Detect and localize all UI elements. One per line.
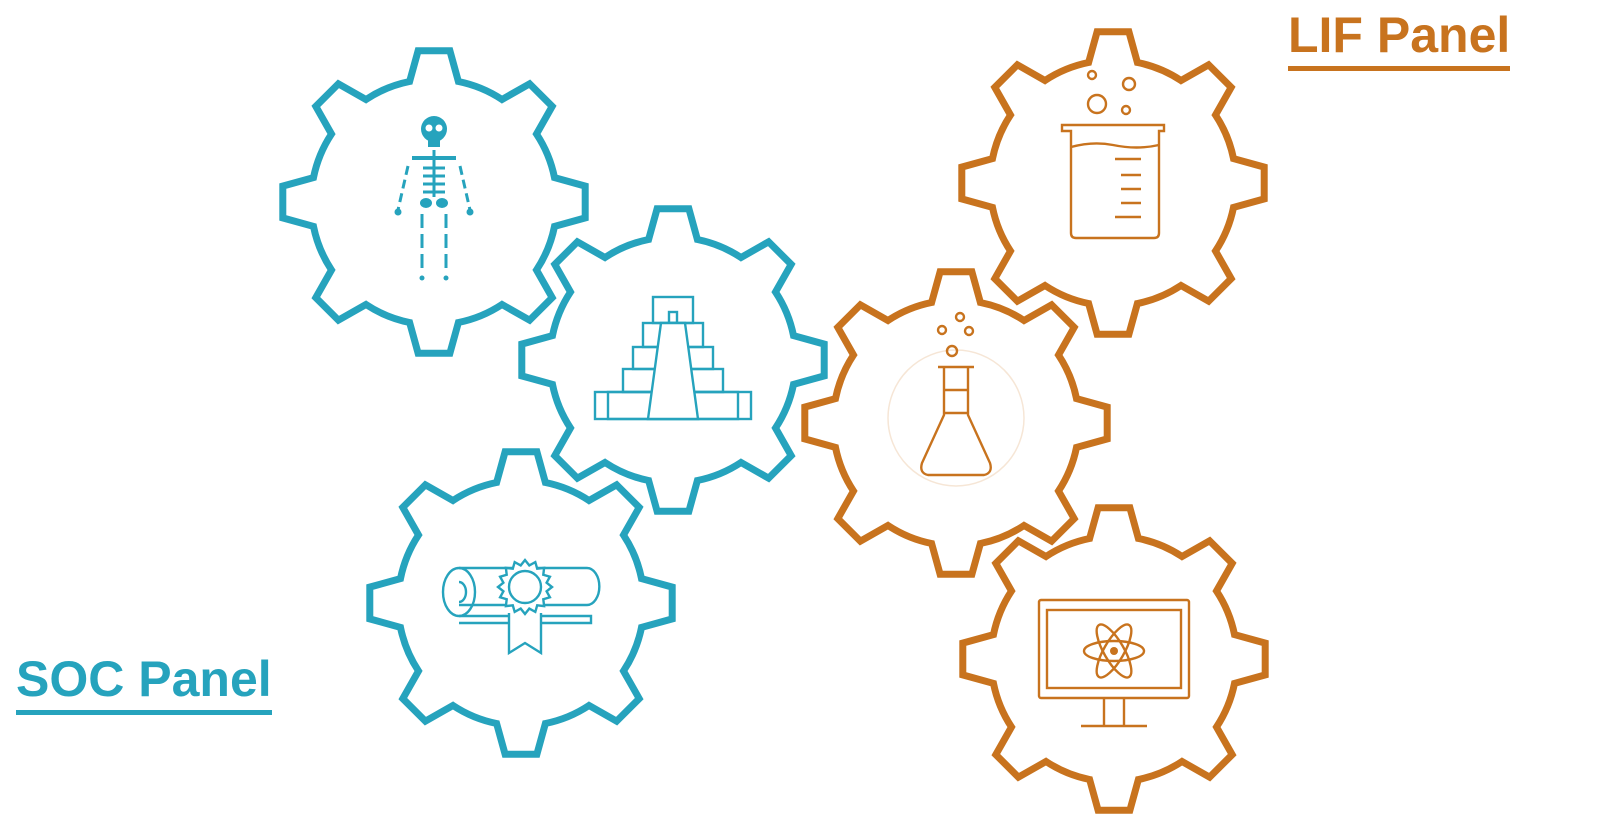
gear-outline — [801, 268, 1111, 578]
flask-icon — [887, 311, 1025, 487]
gear-outline — [959, 504, 1269, 814]
beaker-icon — [1060, 69, 1166, 240]
gear-beaker — [958, 28, 1268, 338]
gear-outline — [958, 28, 1268, 338]
soc-panel-underline — [16, 710, 272, 715]
lif-panel-title: LIF Panel — [1288, 7, 1511, 71]
lif-panel-underline — [1288, 66, 1511, 71]
gear-skeleton — [279, 47, 589, 357]
gear-pyramid — [518, 205, 828, 515]
atom-monitor-icon — [1037, 598, 1191, 728]
pyramid-icon — [593, 295, 753, 421]
lif-panel-label: LIF Panel — [1288, 7, 1511, 63]
gear-monitor — [959, 504, 1269, 814]
skeleton-icon — [394, 116, 474, 281]
diploma-icon — [441, 558, 601, 656]
gear-diploma — [366, 448, 676, 758]
soc-panel-title: SOC Panel — [16, 651, 272, 715]
soc-panel-label: SOC Panel — [16, 651, 272, 707]
gear-outline — [279, 47, 589, 357]
gear-flask — [801, 268, 1111, 578]
